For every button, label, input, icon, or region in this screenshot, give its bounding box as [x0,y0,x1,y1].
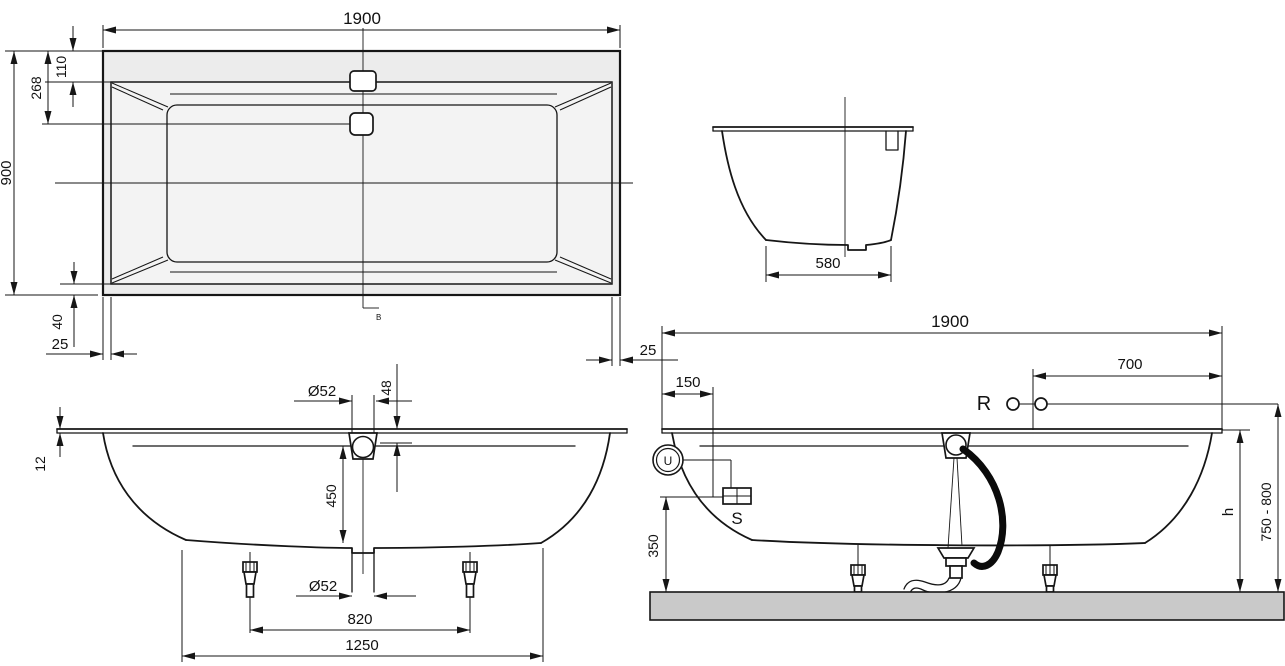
end-section-view: 580 [712,97,914,282]
dim-drain-dia: Ø52 [296,578,416,600]
dim-install-length: 1900 [661,312,1223,430]
svg-text:110: 110 [53,56,69,79]
dim-drain-offset: 268 [28,51,52,124]
dim-overflow-offset: 110 [45,26,111,107]
svg-text:Ø52: Ø52 [308,383,336,400]
svg-text:268: 268 [28,76,44,100]
svg-text:700: 700 [1117,356,1142,373]
svg-text:1900: 1900 [343,9,381,28]
foot-right [462,552,478,633]
install-foot-right [1042,545,1058,618]
overflow-drop-line-2 [956,457,963,547]
svg-text:150: 150 [675,374,700,391]
plan-view: B 1900 900 110 268 [0,9,678,366]
dim-install-height: 750 - 800 [1258,404,1282,592]
svg-text:820: 820 [347,611,372,628]
svg-text:48: 48 [378,380,394,396]
svg-text:12: 12 [32,456,48,472]
tap-connection-label: R [977,393,991,415]
control-unit: S [722,487,752,528]
drain-fitting-plan [349,112,374,136]
dim-overflow-drop: 48 [378,364,412,492]
dim-foot-spacing: 820 [250,611,470,634]
long-section-view: Ø52 48 12 450 Ø52 [32,364,628,662]
svg-text:350: 350 [645,534,661,558]
overflow-circle [351,435,375,459]
dim-depth: 450 [323,446,347,543]
svg-text:1900: 1900 [931,312,969,331]
installation-view: 1900 700 150 R [645,312,1285,621]
dim-end-bottom-width: 580 [765,246,892,282]
svg-text:1250: 1250 [345,637,378,654]
foot-left [242,552,258,633]
control-unit-label: S [731,509,742,528]
overflow-pocket [885,130,899,151]
tub-floor [166,104,558,263]
svg-text:25: 25 [52,336,69,353]
svg-text:25: 25 [640,342,657,359]
overflow-hose [959,445,1007,570]
overflow-drop-line-1 [947,457,955,549]
dim-plan-width: 900 [0,50,103,296]
end-rim [712,126,914,132]
install-overflow-circle [945,434,967,456]
section-marker-label: B [376,313,381,322]
power-connection-label: U [664,454,673,468]
svg-text:580: 580 [815,255,840,272]
corner-chamfers [111,82,612,284]
dim-rim-height: h [1220,430,1244,592]
dim-tap-offset: 700 [1032,356,1222,430]
dim-control-height: 350 [645,496,723,592]
end-bottom [765,239,892,251]
dim-bottom-inset: 40 [49,262,111,347]
lsec-rim [56,428,628,434]
floor-slab [649,591,1285,621]
lsec-right-wall [540,432,611,544]
tap-connection: R [977,393,1278,415]
svg-text:h: h [1220,508,1237,516]
lsec-left-wall [102,432,187,541]
svg-text:40: 40 [49,314,65,330]
end-left-wall [721,130,767,241]
dim-rim-right: 25 [586,297,678,366]
tap-point-right [1034,397,1048,411]
dim-overflow-dia: Ø52 [294,383,412,405]
dim-base-length: 1250 [181,548,544,662]
install-bottom [751,539,1146,547]
svg-text:750 - 800: 750 - 800 [1258,482,1274,541]
svg-text:Ø52: Ø52 [309,578,337,595]
end-right-wall [890,130,907,241]
lsec-bottom [185,539,542,554]
overflow-fitting-plan [349,70,377,92]
svg-text:450: 450 [323,484,339,508]
power-connection: U [652,444,732,488]
svg-text:900: 900 [0,160,15,185]
tap-point-left [1006,397,1020,411]
dim-plan-length: 1900 [102,9,621,48]
dim-service-offset: 150 [662,374,714,497]
drain-assembly [903,547,976,597]
dim-rim-thickness: 12 [32,407,64,472]
dim-rim-left: 25 [46,297,137,360]
install-right-wall [1144,432,1213,544]
